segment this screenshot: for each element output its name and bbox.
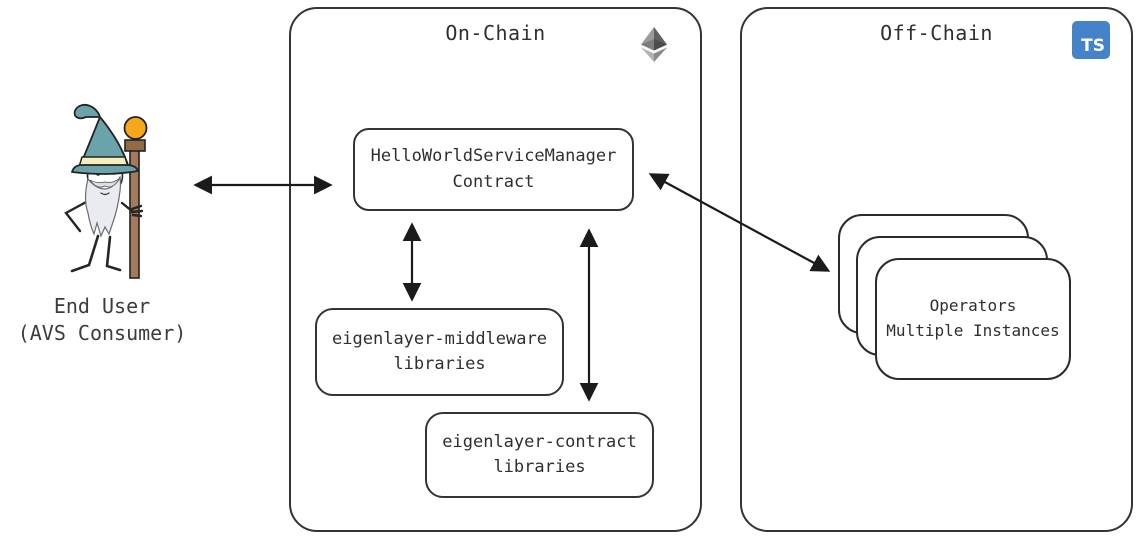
middleware-line1: eigenlayer-middleware (332, 328, 547, 349)
wizard-mouth (100, 192, 110, 196)
wizard-beard (84, 175, 122, 238)
wizard-staff (123, 116, 148, 279)
contract-libraries-line2: libraries (493, 457, 586, 477)
wizard-arms (64, 199, 144, 233)
end-user-line2: (AVS Consumer) (17, 321, 187, 345)
wizard-figure (64, 103, 148, 279)
wizard-hat (71, 103, 139, 175)
service-manager-box: HelloWorldServiceManager Contract (353, 128, 634, 211)
staff-orb (123, 116, 148, 140)
end-user-label: End User (AVS Consumer) (8, 293, 196, 347)
contract-libraries-box: eigenlayer-contract libraries (425, 412, 654, 498)
contract-libraries-line1: eigenlayer-contract (442, 431, 637, 452)
wizard-mustache (89, 177, 121, 188)
service-manager-line2: Contract (452, 171, 535, 192)
operators-line1: Operators (929, 296, 1017, 316)
operators-stack-front: Operators Multiple Instances (875, 258, 1071, 380)
middleware-line2: libraries (393, 354, 486, 374)
typescript-icon-text: TS (1081, 36, 1105, 56)
onchain-title: On-Chain (445, 21, 546, 45)
ethereum-icon (641, 27, 667, 62)
offchain-title: Off-Chain (880, 21, 993, 45)
end-user-line1: End User (53, 294, 151, 318)
typescript-icon: TS (1072, 21, 1110, 59)
middleware-box: eigenlayer-middleware libraries (315, 308, 564, 396)
wizard-legs (70, 234, 122, 273)
service-manager-line1: HelloWorldServiceManager (370, 146, 617, 166)
operators-line2: Multiple Instances (886, 321, 1060, 340)
